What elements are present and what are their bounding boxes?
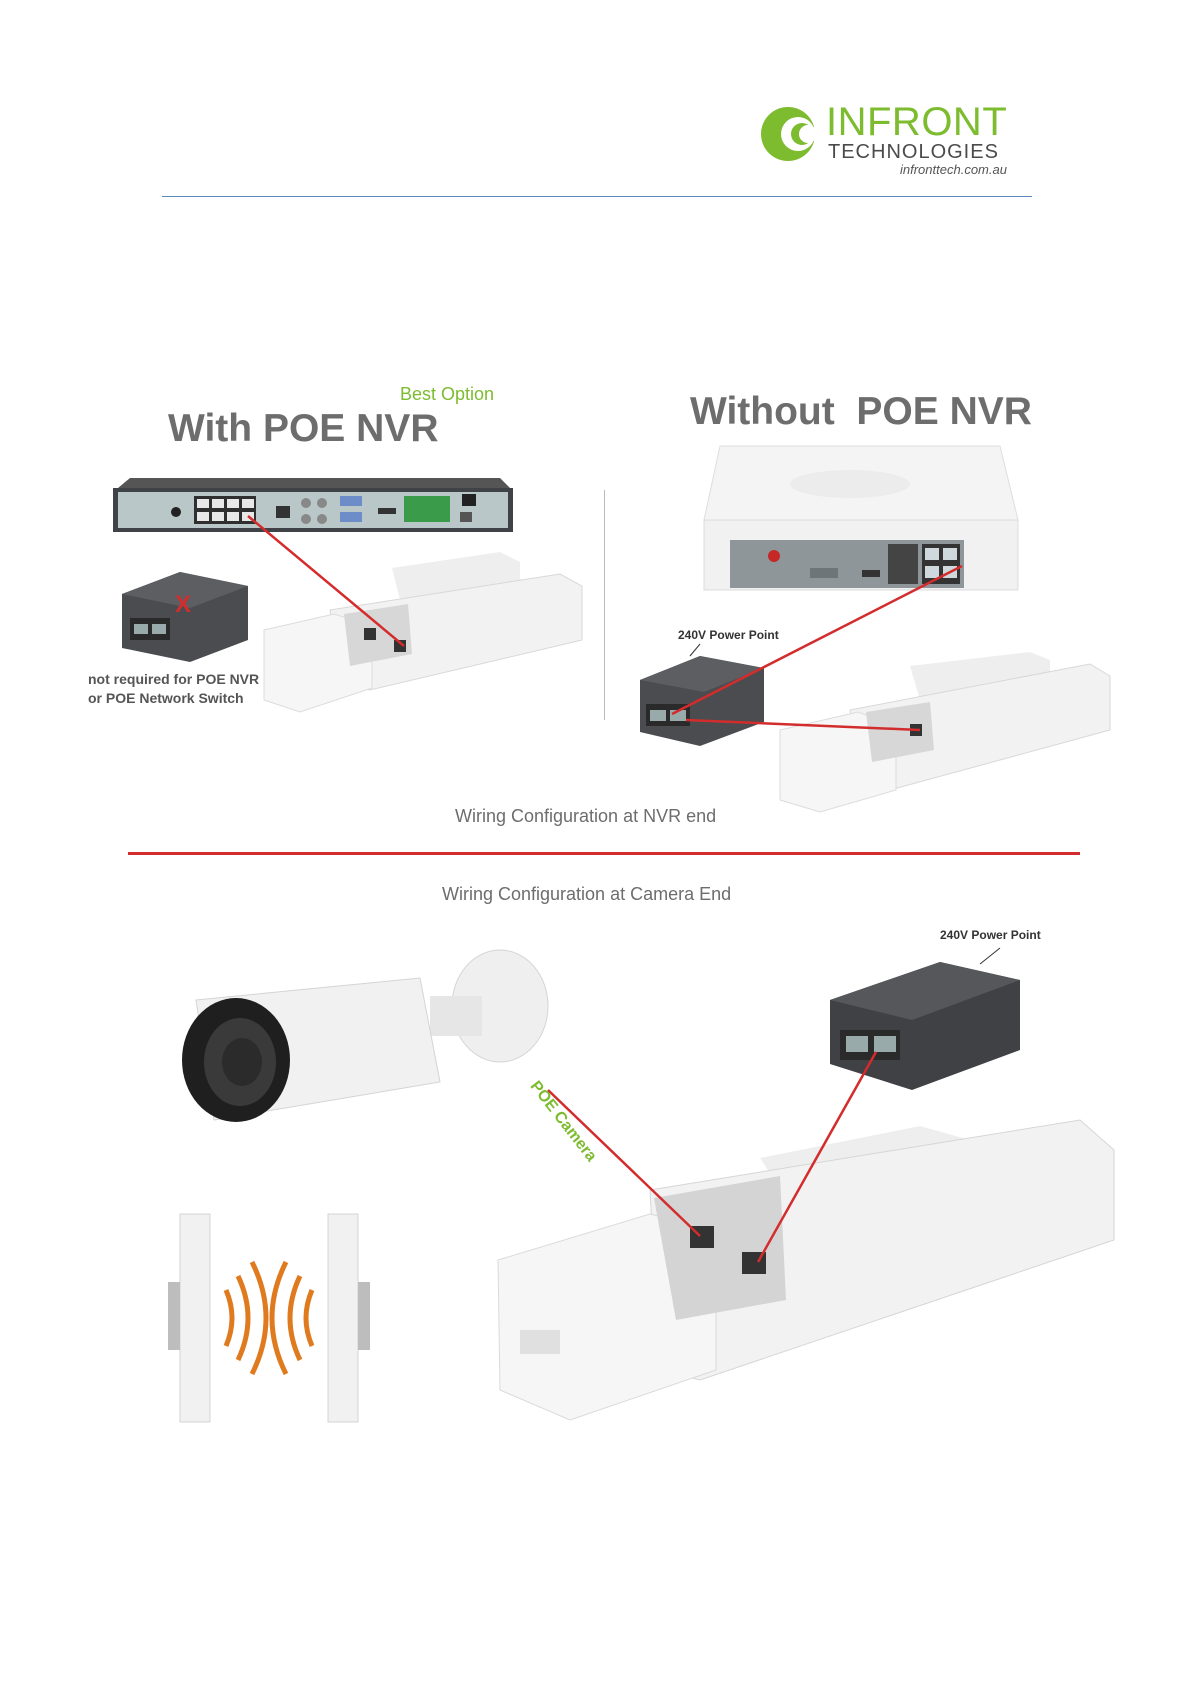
poe-nvr-device-icon xyxy=(113,478,513,532)
injector-note: not required for POE NVR or POE Network … xyxy=(88,670,259,708)
camera-end-caption: Wiring Configuration at Camera End xyxy=(442,884,731,905)
poe-injector-icon: X xyxy=(122,572,248,662)
wireless-bridge-icon xyxy=(780,652,1110,812)
point-to-point-link-icon xyxy=(168,1214,370,1422)
best-option-label: Best Option xyxy=(400,384,494,405)
power-injector-icon xyxy=(640,656,764,746)
nvr-device-icon xyxy=(704,446,1018,590)
power-injector-icon xyxy=(830,962,1020,1090)
nvr-end-caption: Wiring Configuration at NVR end xyxy=(455,806,716,827)
without-poe-nvr-heading: Without POE NVR xyxy=(690,390,1032,434)
injector-note-line2: or POE Network Switch xyxy=(88,689,259,708)
with-poe-nvr-heading: With POE NVR xyxy=(168,407,439,451)
wireless-bridge-icon xyxy=(498,1120,1114,1420)
bullet-camera-icon xyxy=(182,950,548,1122)
section-separator xyxy=(128,852,1080,855)
power-point-label: 240V Power Point xyxy=(678,628,779,642)
injector-note-line1: not required for POE NVR xyxy=(88,670,259,689)
section-divider xyxy=(604,490,605,720)
svg-text:X: X xyxy=(175,591,191,618)
power-point-label: 240V Power Point xyxy=(940,928,1041,942)
wireless-bridge-icon xyxy=(264,552,582,712)
